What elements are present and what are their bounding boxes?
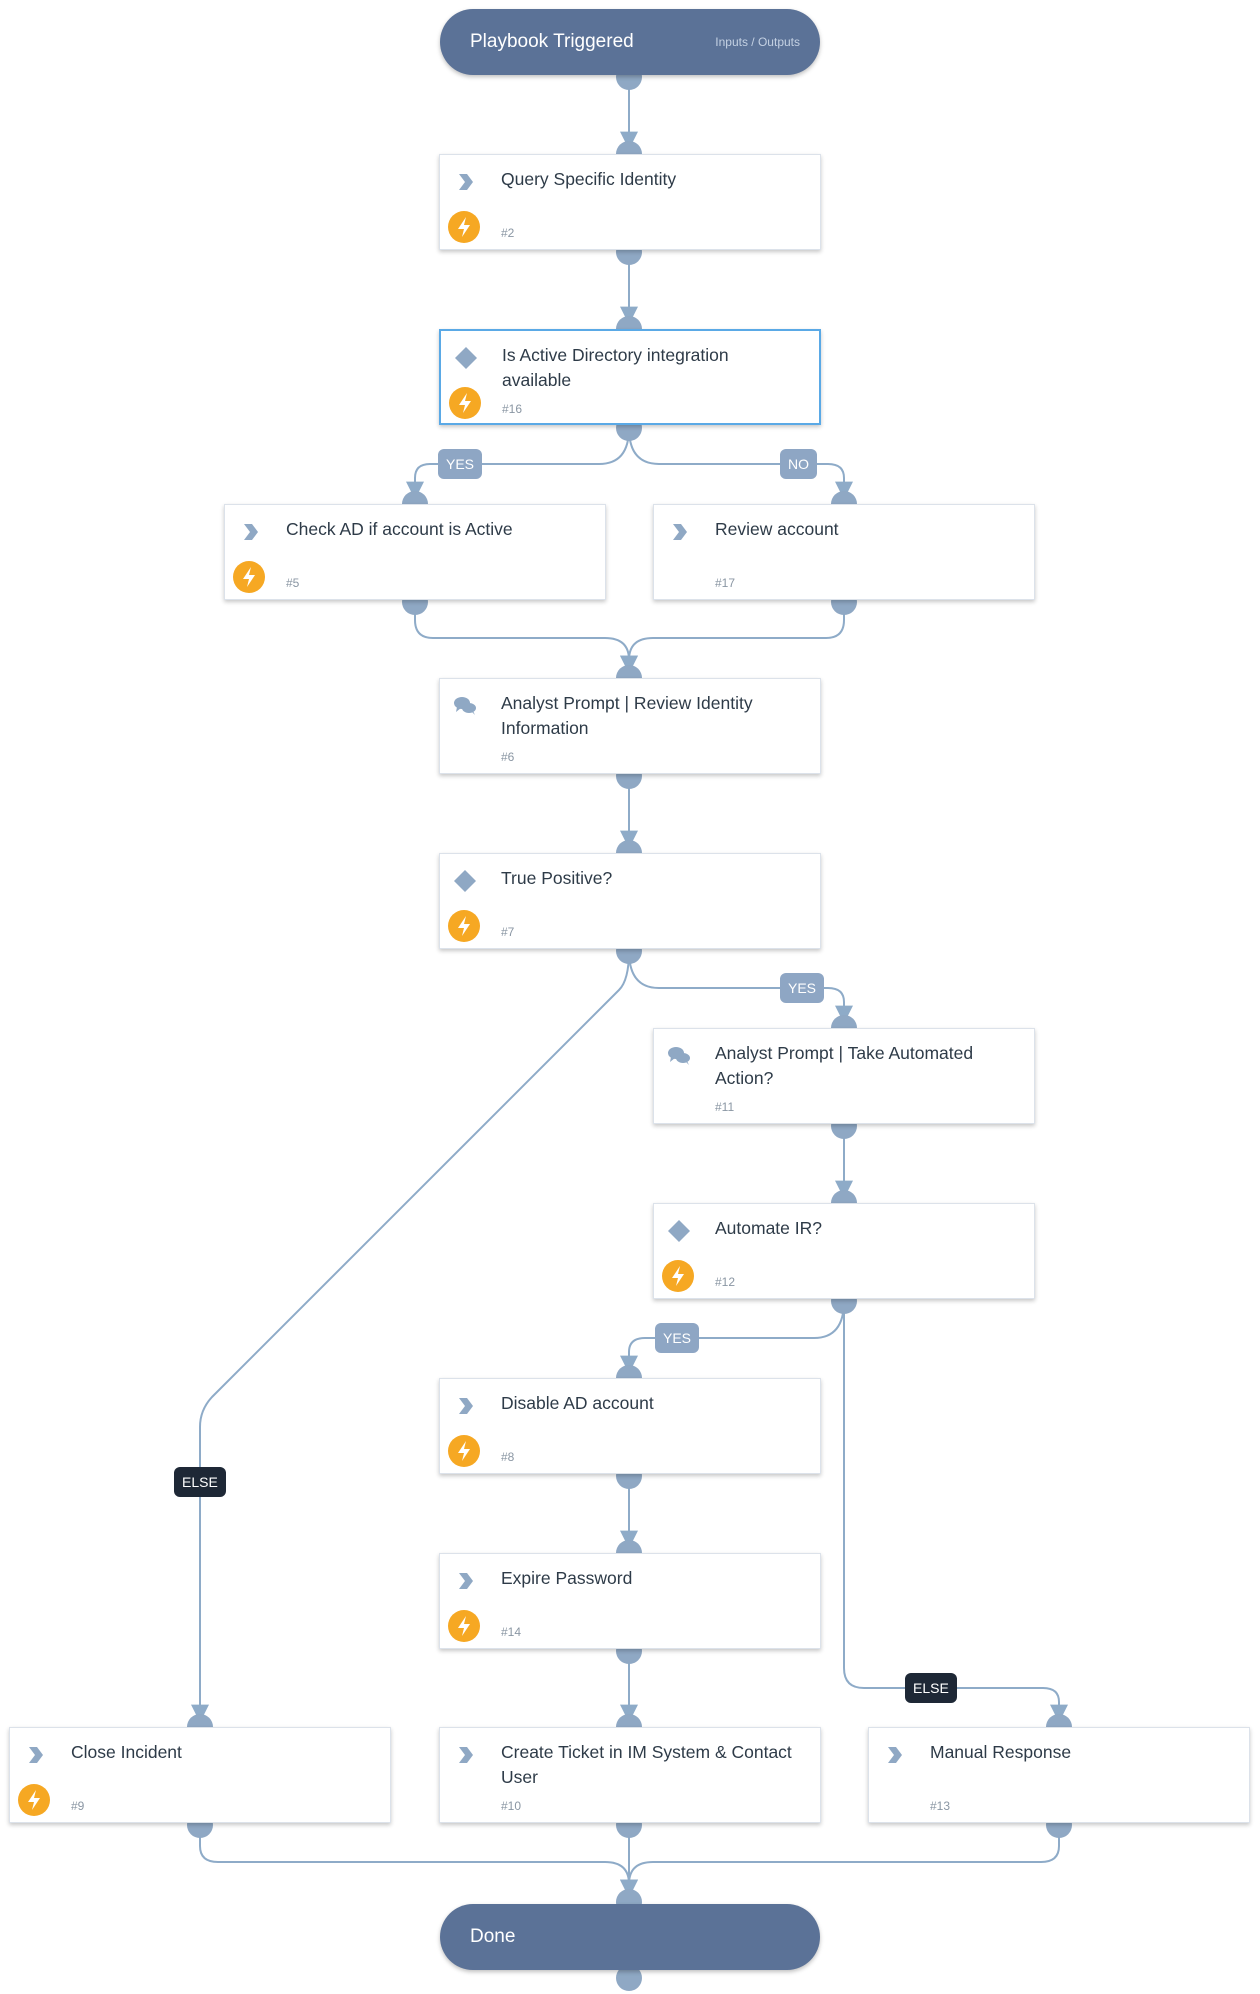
branch-label-else: ELSE [174,1467,226,1497]
inputs-outputs-link[interactable]: Inputs / Outputs [715,35,800,49]
action-chevron-icon [452,1393,478,1419]
task-number: #8 [501,1450,515,1464]
action-chevron-icon [22,1742,48,1768]
task-title: Review account [715,519,839,539]
task-title: Disable AD account [501,1393,654,1413]
done-node[interactable]: Done [440,1904,820,1970]
task-title: Query Specific Identity [501,169,677,189]
action-chevron-icon [452,1568,478,1594]
task-review-account[interactable]: Review account #17 [653,504,1035,600]
task-close-incident[interactable]: Close Incident #9 [9,1727,391,1823]
edge-t5-to-t6 [414,602,638,674]
playbook-triggered-node[interactable]: Playbook Triggered Inputs / Outputs [440,9,820,75]
branch-label-no: NO [780,449,817,479]
task-number: #5 [286,576,300,590]
task-analyst-prompt-review-identity[interactable]: Analyst Prompt | Review Identity Informa… [439,678,821,774]
edge-t16-yes [406,427,630,500]
chat-bubble-icon [452,693,478,719]
task-is-ad-integration-available[interactable]: Is Active Directory integration availabl… [439,329,821,425]
start-title: Playbook Triggered [470,31,634,52]
task-number: #16 [502,402,523,416]
task-create-ticket[interactable]: Create Ticket in IM System & Contact Use… [439,1727,821,1823]
task-number: #13 [930,1799,951,1813]
automation-bolt-icon [448,910,480,942]
task-title: Automate IR? [715,1218,822,1238]
task-title: Create Ticket in IM System & Contact Use… [501,1742,792,1787]
task-title: True Positive? [501,868,613,888]
chat-bubble-icon [666,1043,692,1069]
edge-t17-to-t6 [620,602,845,674]
action-chevron-icon [666,519,692,545]
edge-t9-to-done [199,1825,638,1898]
task-disable-ad-account[interactable]: Disable AD account #8 [439,1378,821,1474]
branch-label-yes: YES [780,973,825,1003]
automation-bolt-icon [448,1435,480,1467]
task-query-specific-identity[interactable]: Query Specific Identity #2 [439,154,821,250]
task-number: #12 [715,1275,736,1289]
task-automate-ir[interactable]: Automate IR? #12 [653,1203,1035,1299]
automation-bolt-icon [448,1610,480,1642]
edge-t12-yes [620,1300,845,1374]
task-manual-response[interactable]: Manual Response #13 [868,1727,1250,1823]
task-number: #17 [715,576,736,590]
branch-label-yes: YES [655,1323,700,1353]
edge-t7-else [191,950,630,1723]
branch-label-else: ELSE [905,1673,957,1703]
task-number: #9 [71,1799,85,1813]
task-number: #10 [501,1799,522,1813]
task-number: #6 [501,750,515,764]
task-title: Analyst Prompt | Review Identity Informa… [501,693,753,738]
action-chevron-icon [452,169,478,195]
task-title: Expire Password [501,1568,633,1588]
automation-bolt-icon [233,561,265,593]
edge-t12-else [843,1301,1068,1723]
condition-diamond-icon [453,345,479,371]
task-title: Close Incident [71,1742,182,1762]
task-check-ad-account-active[interactable]: Check AD if account is Active #5 [224,504,606,600]
edge-t7-yes [628,950,853,1024]
task-title: Is Active Directory integration availabl… [502,345,729,390]
automation-bolt-icon [449,387,481,419]
action-chevron-icon [881,1742,907,1768]
end-title: Done [470,1926,516,1947]
task-number: #7 [501,925,515,939]
condition-diamond-icon [666,1218,692,1244]
automation-bolt-icon [18,1784,50,1816]
task-expire-password[interactable]: Expire Password #14 [439,1553,821,1649]
task-analyst-prompt-take-action[interactable]: Analyst Prompt | Take Automated Action? … [653,1028,1035,1124]
automation-bolt-icon [448,211,480,243]
task-title: Manual Response [930,1742,1072,1762]
task-true-positive[interactable]: True Positive? #7 [439,853,821,949]
task-number: #14 [501,1625,522,1639]
task-title: Analyst Prompt | Take Automated Action? [715,1043,974,1088]
condition-diamond-icon [452,868,478,894]
branch-label-yes: YES [438,449,483,479]
task-number: #11 [715,1100,735,1114]
action-chevron-icon [452,1742,478,1768]
task-title: Check AD if account is Active [286,519,513,539]
edge-t13-to-done [620,1825,1060,1898]
edge-t16-no [628,427,853,500]
action-chevron-icon [237,519,263,545]
task-number: #2 [501,226,515,240]
automation-bolt-icon [662,1260,694,1292]
